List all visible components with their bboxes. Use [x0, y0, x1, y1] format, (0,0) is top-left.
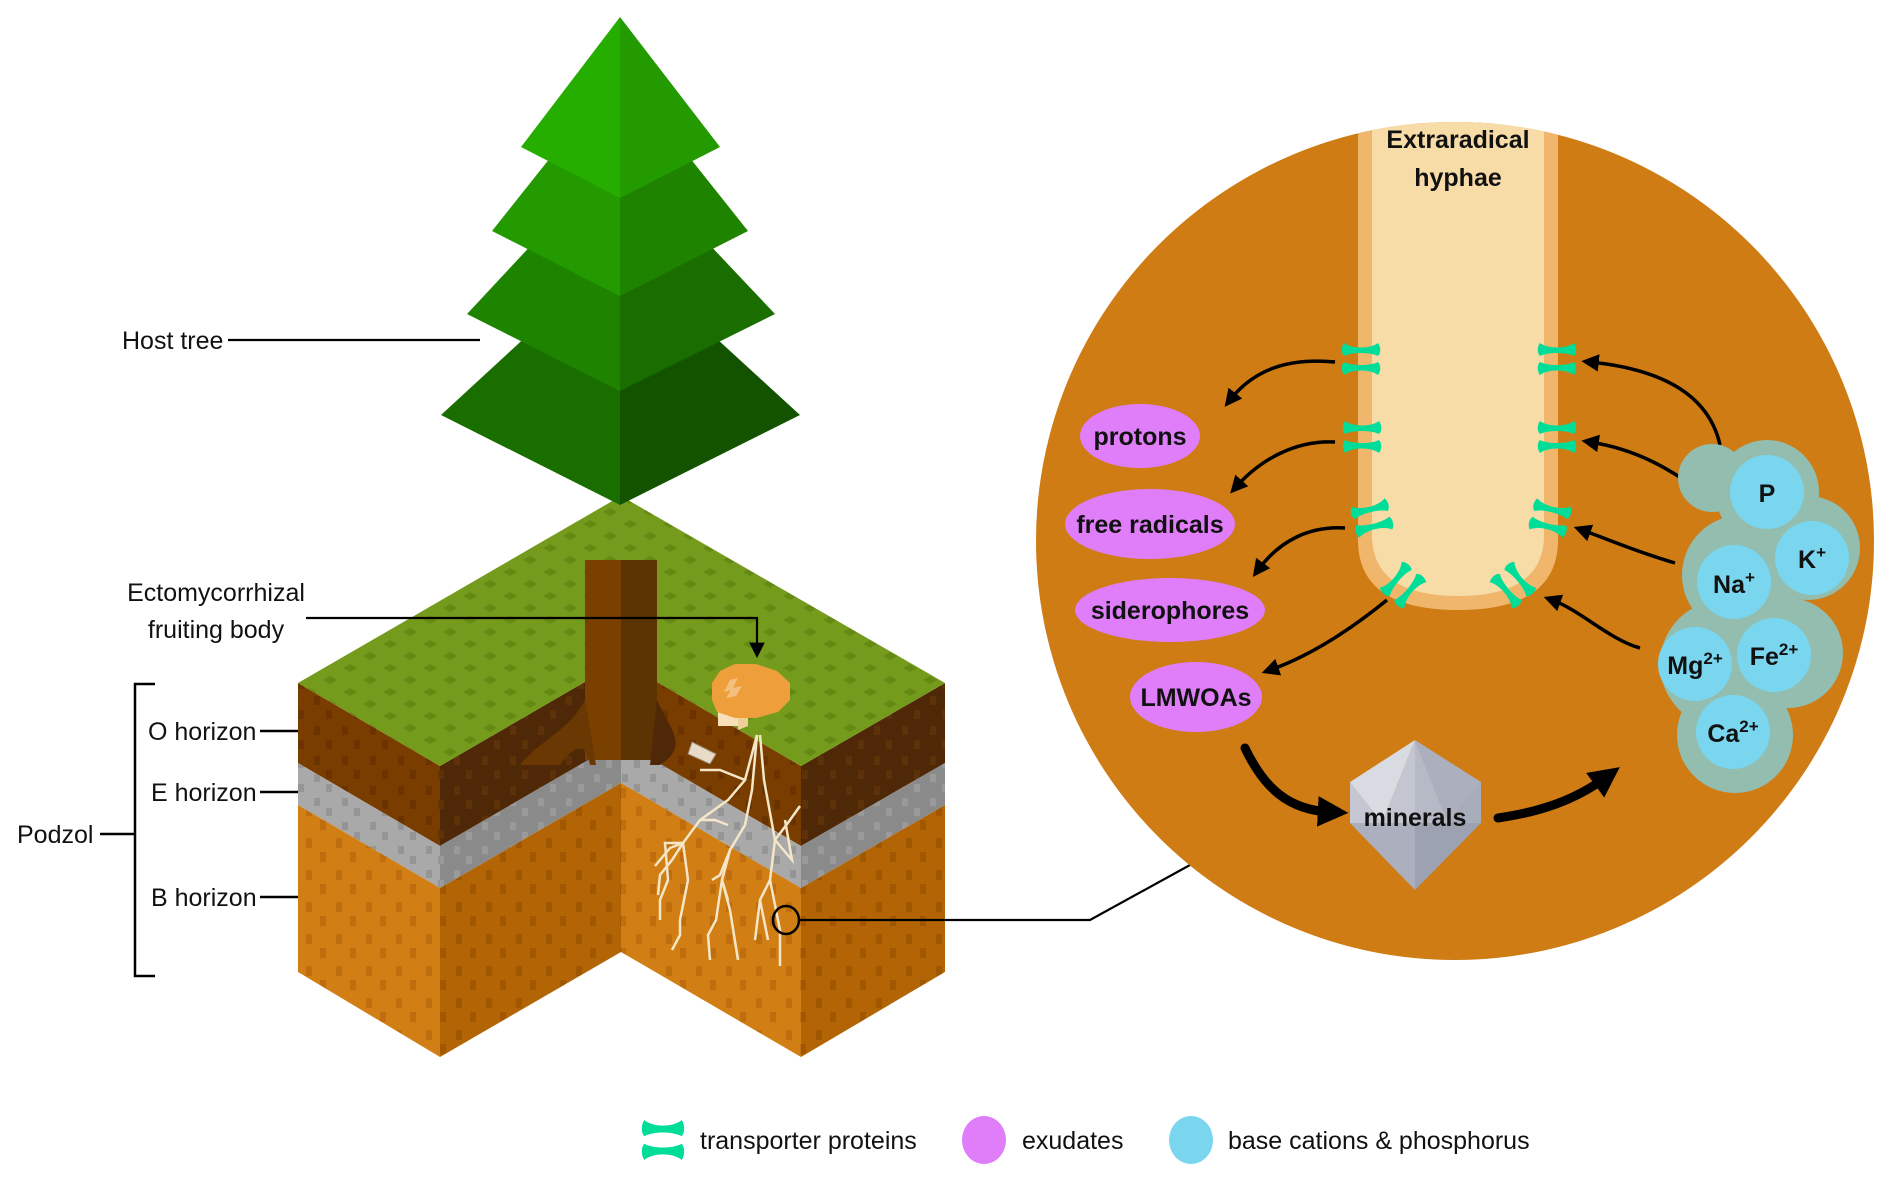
- fruiting-body-callout: Ectomycorrhizal fruiting body: [127, 579, 765, 659]
- svg-text:exudates: exudates: [1022, 1127, 1123, 1155]
- nutrient-k: K+: [1775, 521, 1849, 595]
- o-horizon-face: [298, 683, 440, 846]
- mineral-label: minerals: [1364, 804, 1467, 832]
- exudate-list: protons free radicals siderophores LMWOA…: [1065, 404, 1265, 732]
- mycelium-network: [654, 734, 802, 966]
- magnify-connector-line: [799, 864, 1191, 922]
- nutrient-ca: Ca2+: [1696, 695, 1770, 769]
- hyphae-title-line2: hyphae: [1414, 164, 1502, 192]
- svg-text:Mg2+: Mg2+: [1667, 649, 1723, 680]
- mineral-to-nutrient-arrow: [1493, 767, 1620, 823]
- fruiting-body-label-line1: Ectomycorrhizal: [127, 579, 305, 607]
- legend-item-transporter: transporter proteins: [641, 1120, 917, 1160]
- exudate-siderophores: siderophores: [1075, 578, 1265, 642]
- legend-item-exudates: exudates: [962, 1116, 1123, 1164]
- exudate-free-radicals: free radicals: [1065, 489, 1235, 559]
- soil-left-face: [298, 683, 440, 1057]
- nutrient-na: Na+: [1697, 545, 1771, 619]
- svg-text:protons: protons: [1093, 423, 1186, 451]
- exudate-ellipse-icon: [962, 1116, 1006, 1164]
- svg-text:base cations & phosphorus: base cations & phosphorus: [1228, 1127, 1530, 1155]
- cation-ellipse-icon: [1169, 1116, 1213, 1164]
- podzol-label: Podzol: [17, 821, 93, 849]
- transporter-protein-icon: [641, 1120, 685, 1160]
- svg-text:free radicals: free radicals: [1076, 511, 1223, 539]
- host-tree-label: Host tree: [122, 327, 223, 355]
- exudate-arrows: [1224, 359, 1389, 676]
- svg-text:transporter proteins: transporter proteins: [700, 1127, 917, 1155]
- tree-trunk: [520, 560, 676, 765]
- horizon-labels: O horizon E horizon B horizon: [148, 718, 298, 912]
- svg-text:P: P: [1759, 480, 1776, 508]
- fruiting-body: [712, 664, 790, 730]
- svg-text:K+: K+: [1798, 543, 1826, 574]
- svg-text:Na+: Na+: [1713, 568, 1755, 599]
- b-horizon-face: [298, 805, 440, 1057]
- nutrient-p: P: [1730, 455, 1804, 529]
- host-tree-callout: Host tree: [122, 327, 480, 355]
- nutrient-fe: Fe2+: [1737, 618, 1811, 692]
- exudate-protons: protons: [1080, 404, 1200, 468]
- legend: transporter proteins exudates base catio…: [641, 1116, 1530, 1164]
- exudate-to-mineral-arrow: [1240, 743, 1349, 827]
- svg-text:Ca2+: Ca2+: [1707, 717, 1758, 748]
- svg-text:siderophores: siderophores: [1091, 597, 1249, 625]
- nutrient-mg: Mg2+: [1658, 627, 1732, 701]
- host-tree: [441, 17, 800, 765]
- podzol-bracket: Podzol: [17, 682, 155, 978]
- hyphae-title-line1: Extraradical: [1386, 126, 1529, 154]
- mineral-crystal: minerals: [1350, 740, 1481, 890]
- e-horizon-face: [298, 763, 440, 888]
- inset-soil-circle: Extraradical hyphae: [1036, 122, 1874, 960]
- hypha-interior: [1372, 122, 1544, 596]
- svg-text:LMWOAs: LMWOAs: [1140, 684, 1251, 712]
- legend-item-cations: base cations & phosphorus: [1169, 1116, 1530, 1164]
- leaf-litter-icon: [687, 741, 717, 765]
- o-horizon-label: O horizon: [148, 718, 256, 746]
- soil-left-front-face: [440, 661, 621, 1057]
- nutrient-cluster: P K+ Na+ Mg2+ Fe2+ Ca2+: [1658, 440, 1860, 793]
- e-horizon-label: E horizon: [151, 779, 257, 807]
- b-horizon-label: B horizon: [151, 884, 257, 912]
- svg-text:Fe2+: Fe2+: [1750, 640, 1799, 671]
- fruiting-body-label-line2: fruiting body: [148, 616, 285, 644]
- exudate-lmwoas: LMWOAs: [1130, 662, 1262, 732]
- tree-crown: [441, 17, 800, 505]
- soil-right-face: [801, 683, 945, 1057]
